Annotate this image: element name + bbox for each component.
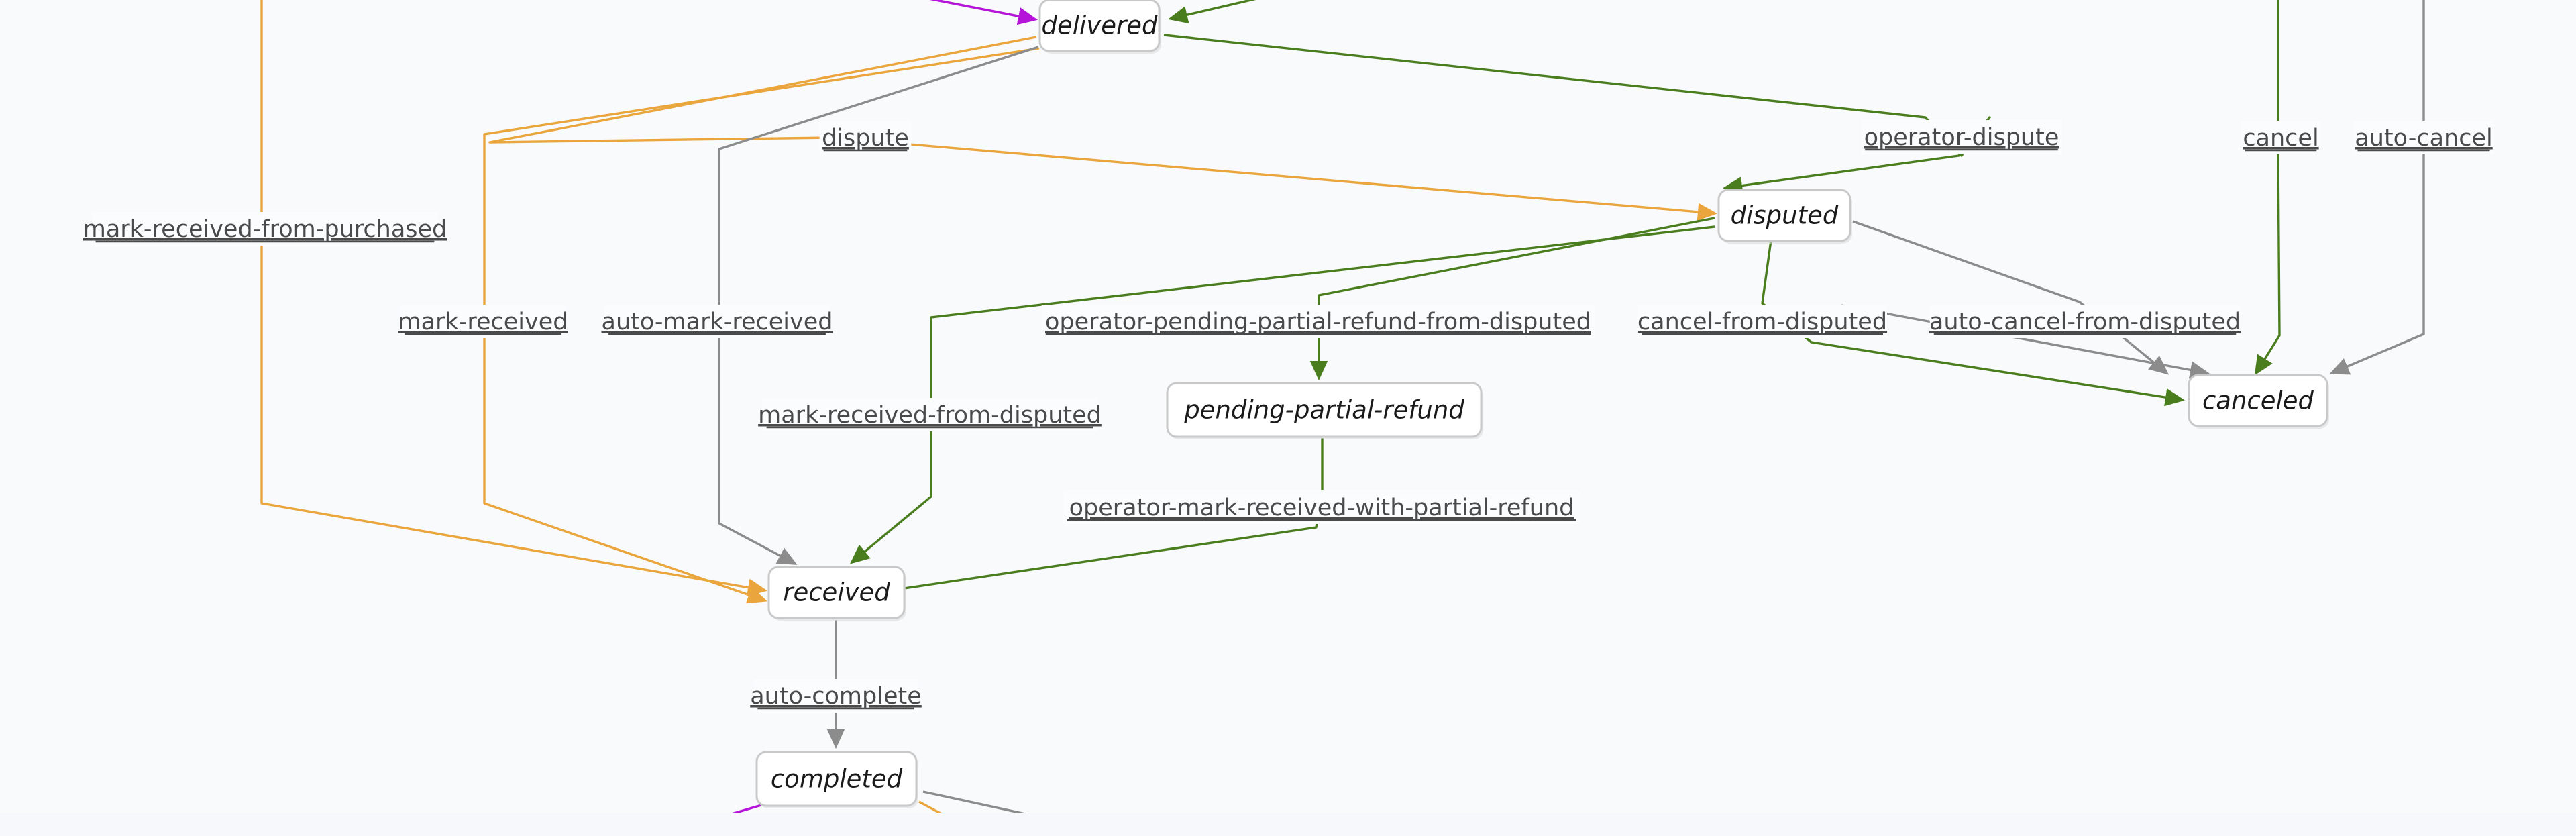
edge-dispute xyxy=(488,36,1718,221)
edge-label-plate xyxy=(819,121,912,154)
edge-completed-out-orange xyxy=(918,800,985,836)
edge-cancel-from-disputed-gray-join xyxy=(1841,304,2210,379)
edge-label-cancel-from-disputed: cancel-from-disputed xyxy=(1638,305,1887,338)
edge-label-caption: operator-dispute xyxy=(1864,124,2059,151)
edge-into-delivered-green xyxy=(1168,0,1256,24)
edge-label-plate xyxy=(753,679,918,713)
node-label: received xyxy=(783,578,890,607)
edge-label-dispute: dispute xyxy=(819,121,912,154)
edge-completed-out-purple xyxy=(651,804,762,836)
edge-label-mark-received: mark-received xyxy=(398,305,568,338)
edge-label-mark-received-from-disputed: mark-received-from-disputed xyxy=(758,398,1102,431)
edge-label-caption: operator-pending-partial-refund-from-dis… xyxy=(1045,309,1591,335)
node-label: canceled xyxy=(2202,386,2314,415)
edge-label-auto-mark-received: auto-mark-received xyxy=(602,305,833,338)
nodes-layer: delivered disputed canceled pending-partial… xyxy=(755,0,2329,808)
edge-label-caption: auto-mark-received xyxy=(602,309,833,335)
edge-label-plate xyxy=(1063,490,1580,524)
edge-label-plate xyxy=(1638,305,1887,338)
edge-label-operator-mark-received-with-partial-refund: operator-mark-received-with-partial-refu… xyxy=(1063,490,1580,524)
edge-label-auto-complete: auto-complete xyxy=(750,679,922,713)
edge-label-plate xyxy=(604,305,830,338)
edge-label-plate xyxy=(91,212,439,246)
edge-label-plate xyxy=(1041,305,1595,338)
edge-mark-received-from-purchased xyxy=(260,0,768,596)
edge-completed-out-gray xyxy=(922,790,1133,836)
edge-label-plate xyxy=(400,305,566,338)
edge-auto-cancel xyxy=(2329,0,2425,375)
edge-operator-dispute xyxy=(1163,34,1991,195)
node-label: disputed xyxy=(1731,201,1839,230)
edge-label-operator-dispute: operator-dispute xyxy=(1861,120,2062,154)
node-box[interactable] xyxy=(2188,374,2328,427)
node-label: pending-partial-refund xyxy=(1183,396,1464,425)
edge-label-caption: mark-received xyxy=(398,309,568,335)
node-box[interactable] xyxy=(1717,189,1851,242)
edge-label-auto-cancel: auto-cancel xyxy=(2353,121,2494,154)
edge-label-caption: mark-received-from-purchased xyxy=(83,216,447,243)
edge-label-operator-pending-partial-refund-from-disputed: operator-pending-partial-refund-from-dis… xyxy=(1041,305,1595,338)
edge-label-auto-cancel-from-disputed: auto-cancel-from-disputed xyxy=(1929,305,2241,338)
edge-label-caption: cancel xyxy=(2243,125,2318,152)
node-completed[interactable]: completed xyxy=(755,751,918,808)
edge-label-plate xyxy=(762,398,1097,431)
node-box[interactable] xyxy=(767,566,906,619)
edge-cancel xyxy=(2254,0,2281,376)
edge-auto-cancel-from-disputed xyxy=(1852,220,2169,375)
edge-label-caption: mark-received-from-disputed xyxy=(758,402,1102,429)
node-box[interactable] xyxy=(755,751,918,807)
node-box[interactable] xyxy=(1166,382,1483,438)
node-label: completed xyxy=(771,765,903,794)
edge-label-plate xyxy=(2241,121,2321,154)
edge-label-mark-received-from-purchased: mark-received-from-purchased xyxy=(83,212,447,246)
edge-label-caption: operator-mark-received-with-partial-refu… xyxy=(1069,494,1574,521)
node-canceled[interactable]: canceled xyxy=(2188,374,2329,429)
edge-label-caption: auto-complete xyxy=(750,683,922,710)
node-pending-partial-refund[interactable]: pending-partial-refund xyxy=(1166,382,1483,439)
edge-into-delivered-purple xyxy=(929,0,1038,25)
node-disputed[interactable]: disputed xyxy=(1717,189,1852,244)
edge-label-caption: auto-cancel xyxy=(2355,125,2492,152)
edge-label-plate xyxy=(1929,305,2241,338)
node-box[interactable] xyxy=(1038,0,1161,52)
edge-operator-pending-partial-refund-from-disputed xyxy=(1309,217,1715,381)
node-received[interactable]: received xyxy=(767,566,906,621)
edge-label-plate xyxy=(2353,121,2494,154)
node-delivered[interactable]: delivered xyxy=(1038,0,1161,54)
node-label: delivered xyxy=(1042,11,1158,40)
edge-labels-layer: mark-received-from-purchased dispute opera… xyxy=(83,120,2494,713)
edge-label-caption: dispute xyxy=(822,125,909,152)
edge-label-plate xyxy=(1861,120,2062,154)
edge-label-cancel: cancel xyxy=(2241,121,2321,154)
edge-label-caption: cancel-from-disputed xyxy=(1638,309,1887,335)
edge-label-caption: auto-cancel-from-disputed xyxy=(1929,309,2241,335)
